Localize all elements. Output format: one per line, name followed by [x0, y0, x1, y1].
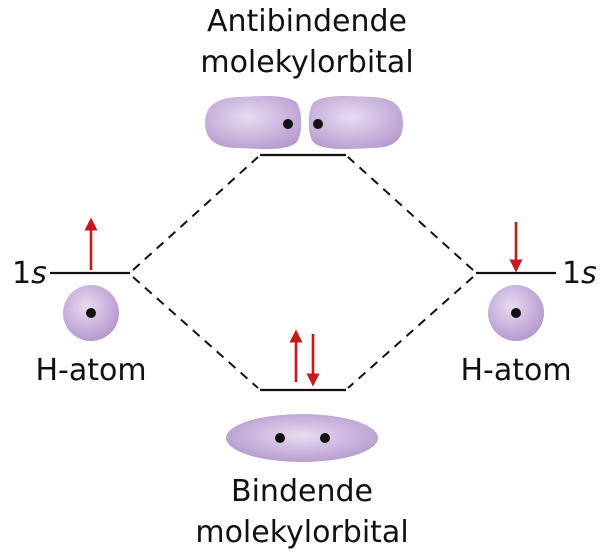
nucleus-dot: [511, 308, 521, 318]
left-atom-label: H-atom: [35, 353, 146, 388]
nucleus-dot: [283, 119, 293, 129]
nucleus-dot: [86, 308, 96, 318]
antibonding-title-line1: Antibindende: [207, 4, 407, 39]
nucleus-dot: [275, 433, 285, 443]
right-atom-label: H-atom: [460, 353, 571, 388]
right-h-atom: [488, 285, 544, 341]
bonding-orbital: [226, 414, 378, 462]
antibonding-right-lobe: [308, 96, 403, 149]
dash-right-to-antibonding: [347, 156, 474, 271]
antibonding-title-line2: molekylorbital: [200, 45, 413, 80]
dash-right-to-bonding: [347, 276, 474, 389]
antibonding-orbital: [205, 96, 403, 149]
dash-left-to-antibonding: [132, 156, 259, 271]
correlation-lines: [132, 156, 474, 389]
antibonding-left-lobe: [205, 96, 302, 149]
bonding-title-line1: Bindende: [231, 474, 373, 509]
dash-left-to-bonding: [132, 276, 259, 389]
bonding-orbital-shape: [226, 414, 378, 462]
nucleus-dot: [313, 119, 323, 129]
left-h-atom: [63, 285, 119, 341]
bonding-title-line2: molekylorbital: [195, 515, 408, 550]
right-orbital-label: 1s: [562, 256, 597, 291]
nucleus-dot: [320, 433, 330, 443]
left-orbital-label: 1s: [12, 256, 47, 291]
